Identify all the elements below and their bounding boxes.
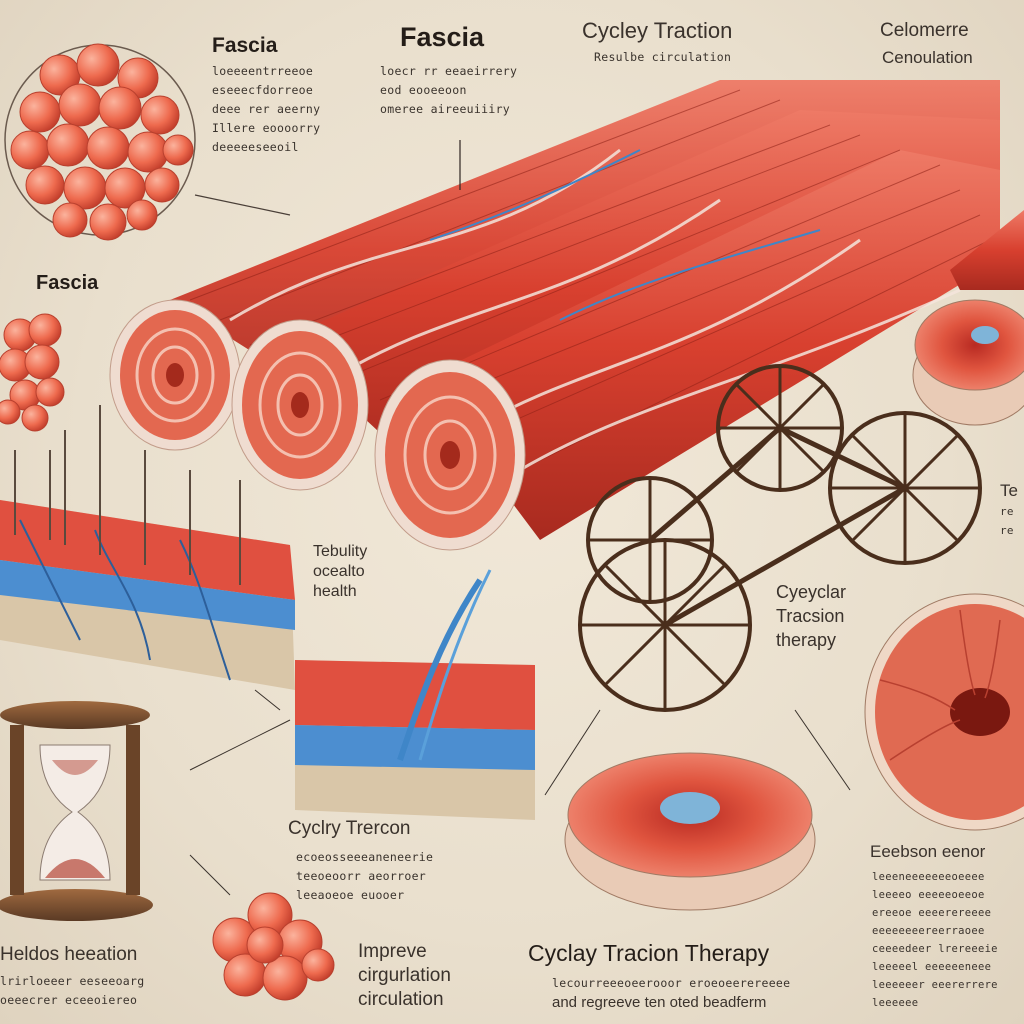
muscle-cross-section-icon bbox=[864, 593, 1024, 831]
celomerre-label: Celomerre bbox=[880, 20, 969, 41]
tissue-block-icon bbox=[295, 569, 535, 820]
cyclay-traction-therapy-title: Cyclay Tracion Therapy bbox=[528, 940, 770, 966]
text-block-eeebson: leeeneeeeeeeoeeee leeeeo eeeeeoeeoe eree… bbox=[872, 871, 998, 1009]
cell-cluster-icon bbox=[4, 43, 291, 241]
text-block-top-left: loeeeentrreeoe eseeecfdorreoe deee rer a… bbox=[212, 64, 321, 154]
tissue-block-icon bbox=[0, 405, 295, 690]
cell-cluster-icon bbox=[212, 892, 335, 1001]
muscle-bundle-icon bbox=[109, 80, 1000, 551]
muscle-bundle-icon bbox=[950, 210, 1024, 290]
cell-cluster-icon bbox=[0, 313, 65, 432]
therapy-sub-line: and regreeve ten oted beadferm bbox=[552, 994, 767, 1011]
improve-circulation-label: Impreve cirgurlation circulation bbox=[358, 941, 451, 1010]
fascia-label-top-center: Fascia bbox=[400, 22, 485, 52]
tebulity-label: Tebulity ocealto health bbox=[313, 543, 368, 600]
eeebson-label: Eeebson eenor bbox=[870, 842, 986, 861]
muscle-cross-section-icon bbox=[564, 752, 816, 911]
text-block-heldos: lrirloeeer eeseeoarg oeeecrer eceeoiereo bbox=[0, 974, 145, 1007]
celomerre-sub: Cenoulation bbox=[882, 48, 973, 67]
cyclear-traction-label: Cyeyclar Tracsion therapy bbox=[776, 582, 847, 650]
cycley-traction-sub: Resulbe circulation bbox=[594, 50, 732, 64]
right-edge-label: Te re re bbox=[1000, 481, 1018, 537]
cycley-traction-label: Cycley Traction bbox=[582, 18, 733, 43]
cyclry-tracon-label: Cyclry Trercon bbox=[288, 818, 411, 839]
cart-wheel-icon bbox=[578, 364, 982, 712]
text-block-top-center: loecr rr eeaeirrery eod eooeeoon omeree … bbox=[380, 64, 518, 116]
fascia-label-top-left: Fascia bbox=[212, 34, 278, 57]
text-block-therapy: lecourreeeoeerooor eroeoeerereeee bbox=[552, 976, 791, 990]
fascia-label-left: Fascia bbox=[36, 272, 99, 294]
muscle-cross-section-icon bbox=[912, 299, 1024, 426]
text-block-cyclry: ecoeosseeeaneneerie teeoeoorr aeorroer l… bbox=[296, 850, 434, 902]
heldos-heeation-label: Heldos heeation bbox=[0, 944, 138, 965]
hourglass-icon bbox=[0, 701, 153, 921]
